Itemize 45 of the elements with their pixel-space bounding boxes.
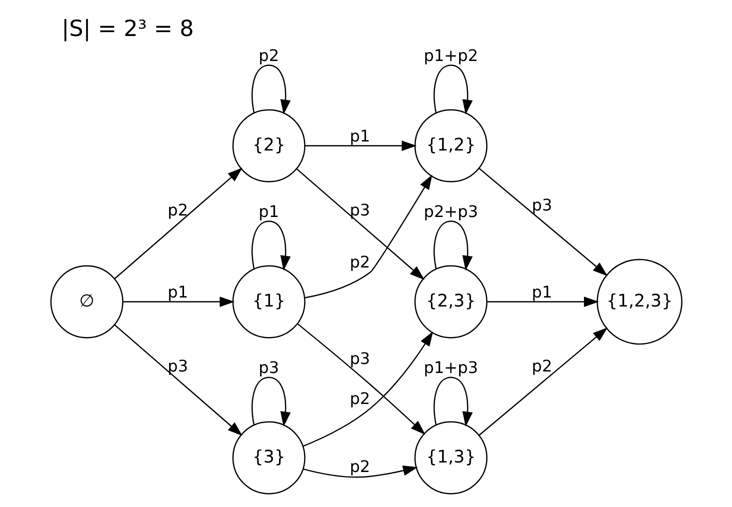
node-circle: ∅ [50, 265, 123, 338]
edge-label: p3 [258, 358, 279, 377]
arrow [486, 296, 598, 307]
edge-label: p2 [167, 200, 188, 220]
edge-label: p3 [167, 356, 188, 376]
edge-label: p1 [167, 282, 188, 302]
arrow [433, 64, 472, 115]
edge-label: p2 [349, 388, 370, 408]
edge-label: p2 [349, 252, 370, 272]
arrow [114, 168, 242, 280]
node-circle: {3} [232, 421, 305, 494]
node-circle: {1} [232, 265, 305, 338]
diagram-title: |S| = 2³ = 8 [61, 16, 194, 42]
node-circle: {1,2} [414, 109, 487, 182]
arrow [478, 168, 608, 276]
arrow [296, 323, 425, 435]
edge-label: p1 [531, 282, 552, 302]
arrow [114, 324, 242, 436]
arrow [304, 174, 432, 298]
arrow [433, 376, 472, 427]
edge-label: p3 [349, 200, 370, 220]
edge-label: p2 [349, 456, 370, 476]
edge-label: p2+p3 [423, 202, 478, 221]
node-circle: {1,2,3} [596, 258, 682, 345]
edge-label: p3 [531, 196, 552, 215]
edge-label: p1+p2 [423, 46, 478, 65]
arrow [302, 331, 433, 447]
edge-label: p1 [349, 126, 370, 146]
edge-label: p2 [531, 356, 552, 376]
arrow [296, 168, 424, 280]
arrow [251, 64, 290, 115]
arrow [302, 466, 418, 478]
arrow [478, 328, 608, 436]
edge-label: p1+p3 [423, 358, 478, 377]
edge-label: p1 [258, 202, 279, 221]
arrow [251, 220, 290, 271]
arrow [304, 140, 416, 151]
edge-label: p2 [258, 46, 279, 65]
node-circle: {2,3} [414, 265, 487, 338]
edge-label: p3 [349, 349, 370, 368]
node-circle: {1,3} [414, 421, 487, 494]
arrow [122, 296, 234, 307]
node-circle: {2} [232, 109, 305, 182]
arrow [433, 220, 472, 271]
arrow [251, 376, 290, 427]
